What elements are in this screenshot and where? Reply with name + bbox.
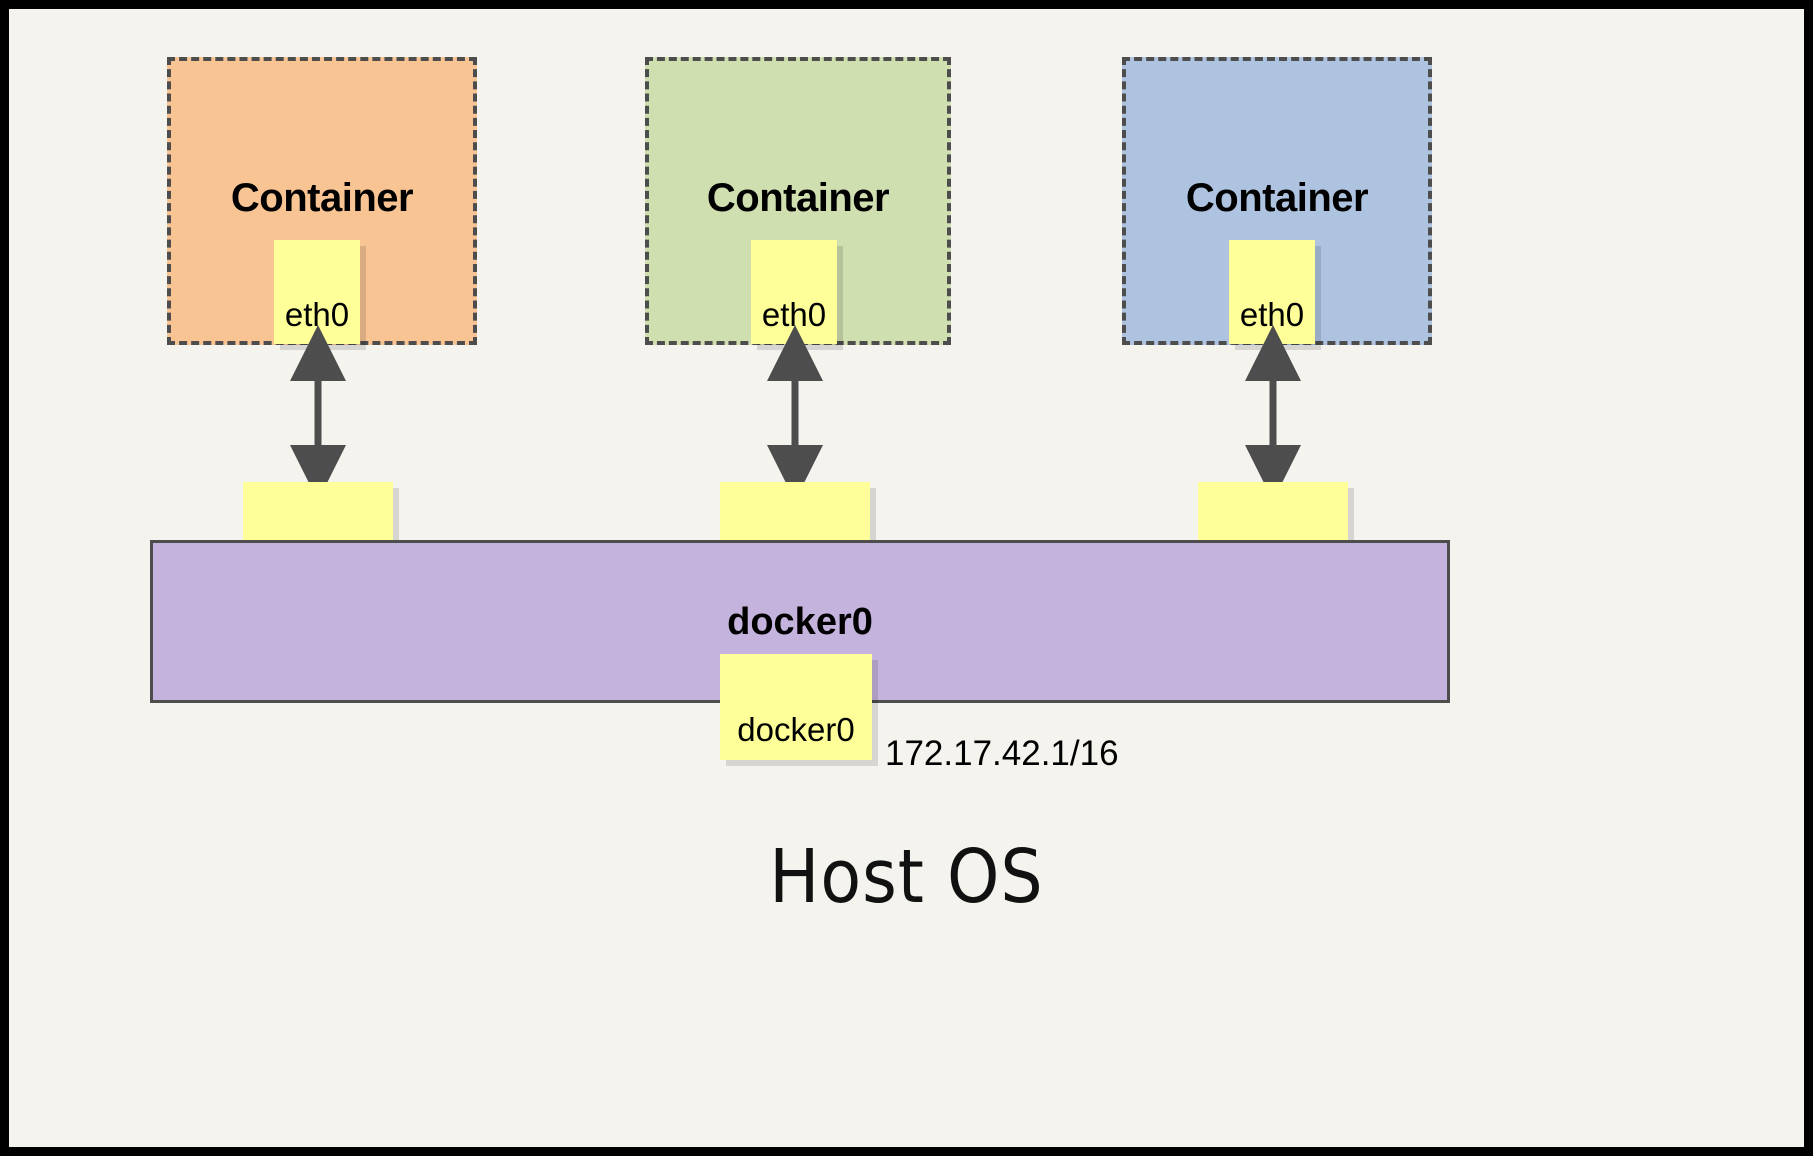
docker0-ip-address: 172.17.42.1/16 [885, 734, 1119, 773]
docker0-interface-label: docker0 [737, 710, 855, 748]
link-arrow-1 [290, 325, 346, 501]
eth0-box-3: eth0 [1229, 240, 1315, 344]
eth0-label-1: eth0 [284, 295, 350, 333]
container-title-2: Container [706, 176, 890, 220]
eth0-box-1: eth0 [274, 240, 360, 344]
eth0-box-2: eth0 [751, 240, 837, 344]
container-title-3: Container [1185, 176, 1369, 220]
eth0-label-3: eth0 [1239, 295, 1305, 333]
docker0-bridge-title: docker0 [727, 601, 873, 643]
link-arrow-2 [767, 325, 823, 501]
eth0-label-2: eth0 [761, 295, 827, 333]
container-box-2: Container [645, 57, 951, 345]
docker0-interface-box: docker0 [720, 654, 872, 760]
host-os-title: Host OS [769, 834, 1044, 920]
container-title-1: Container [230, 176, 414, 220]
link-arrow-3 [1245, 325, 1301, 501]
